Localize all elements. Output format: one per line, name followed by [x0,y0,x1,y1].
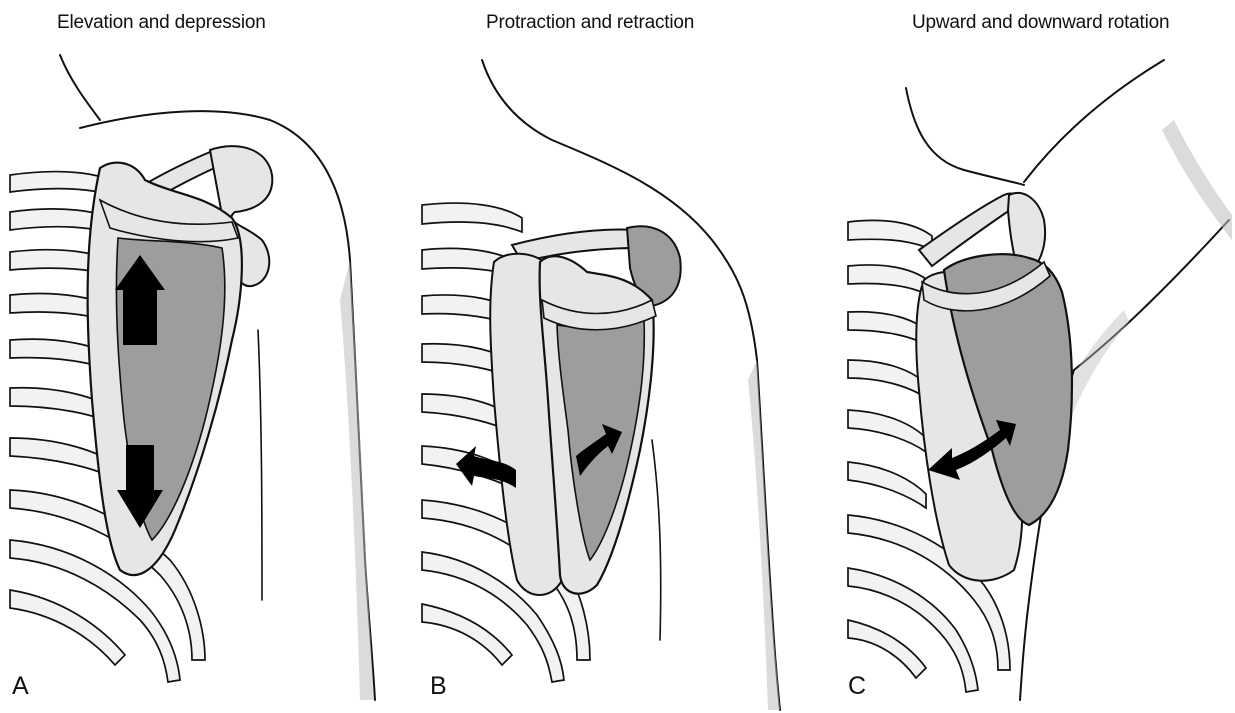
armpit-line [258,330,262,600]
panel-a-illustration [0,0,412,713]
panel-c-letter: C [848,672,866,701]
panel-b-illustration [412,0,824,713]
panel-c-illustration [824,0,1235,713]
panel-a-letter: A [12,672,29,701]
armpit-line [652,440,661,640]
neck-outline [906,88,1024,185]
skin-shading [748,360,780,710]
panel-b-letter: B [430,672,447,701]
panel-upward-downward-rotation: Upward and downward rotation [824,0,1235,713]
raised-arm-upper [1024,60,1164,182]
panel-elevation-depression: Elevation and depression [0,0,412,713]
arm-shading [1162,120,1232,240]
neck-outline [60,55,100,120]
skin-shading [340,260,374,700]
panel-protraction-retraction: Protraction and retraction [412,0,824,713]
